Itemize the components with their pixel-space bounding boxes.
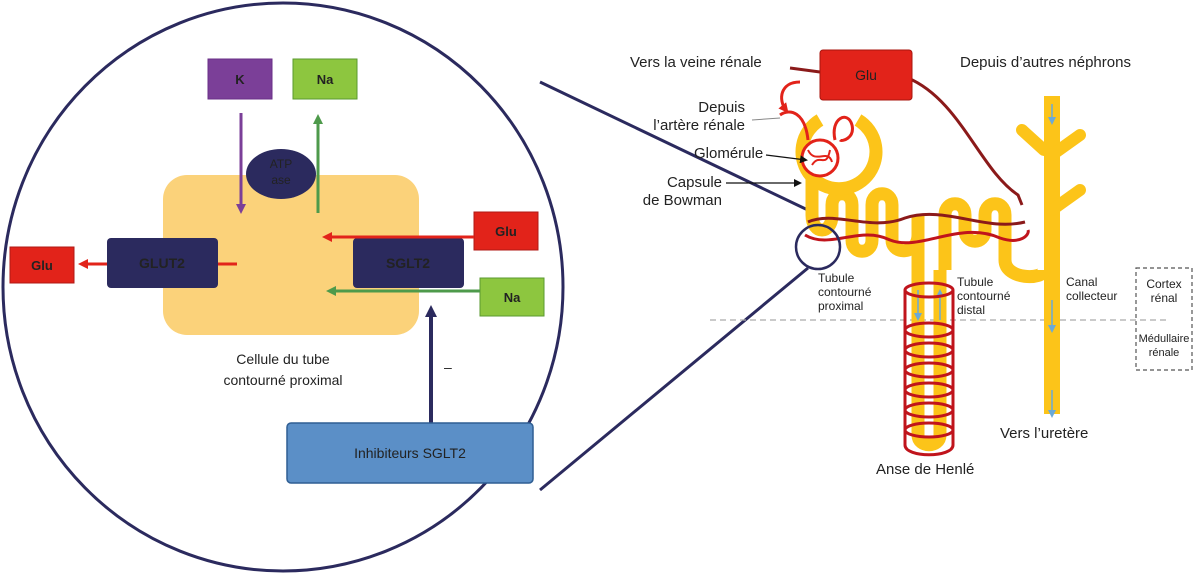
atpase-label-1: ATP (270, 157, 292, 171)
glu-out-label: Glu (31, 258, 53, 273)
zoom-line-top (539, 80, 813, 214)
na-in-label: Na (504, 290, 521, 305)
glut2-transporter (107, 238, 218, 288)
k-label: K (235, 72, 245, 87)
loop-of-henle (911, 215, 947, 452)
glomerulus (800, 138, 840, 178)
renal-vein-outlet (789, 66, 821, 74)
glut2-label: GLUT2 (139, 255, 185, 271)
medullaire-label-1: Médullaire (1139, 333, 1190, 345)
capsule-label-1: Capsule (667, 174, 722, 191)
efferent-vessel (907, 76, 1024, 206)
glu-in-box (473, 211, 539, 251)
na-in-box (479, 277, 545, 317)
artere-label-1: Depuis (698, 99, 745, 116)
medullaire-label-2: rénale (1149, 347, 1180, 359)
afferent-arteriole (779, 110, 810, 141)
veine-label: Vers la veine rénale (630, 54, 762, 71)
canal-label-1: Canal (1066, 275, 1097, 289)
inhibitor-box (286, 422, 534, 484)
tubule-distal-label-3: distal (957, 303, 985, 317)
peritubular-capillary (804, 229, 1030, 245)
glu-nephron-box (819, 49, 913, 101)
cell-caption-2: contourné proximal (223, 372, 342, 388)
inhibitor-minus: – (444, 359, 452, 375)
sglt2-label: SGLT2 (386, 255, 430, 271)
distal-tubule (938, 197, 1051, 284)
inhibitor-label: Inhibiteurs SGLT2 (354, 445, 466, 461)
glomerule-label: Glomérule (694, 145, 763, 162)
k-box (207, 58, 273, 100)
ureter-label: Vers l’uretère (1000, 425, 1088, 442)
capsule-label-2: de Bowman (643, 192, 722, 209)
collecting-branches (1016, 124, 1086, 216)
zoom-line-bottom (539, 266, 809, 492)
tubule-distal-label-1: Tubule (957, 275, 994, 289)
na-top-label: Na (317, 72, 334, 87)
glu-nephron-label: Glu (855, 67, 877, 83)
henle-label: Anse de Henlé (876, 461, 974, 478)
zoom-target-circle (794, 223, 842, 271)
atpase-label-2: ase (271, 173, 291, 187)
tubule-proximal-label-1: Tubule (818, 271, 855, 285)
peritubular-capillary-2 (807, 212, 1026, 226)
collecting-duct (1044, 96, 1060, 414)
artere-pointer (751, 117, 781, 121)
glu-out-box (9, 246, 75, 284)
sglt2-transporter (353, 238, 464, 288)
zone-legend-box (1135, 267, 1193, 371)
cortex-label-1: Cortex (1146, 277, 1181, 291)
efferent-arteriole (832, 115, 854, 142)
tubule-proximal-label-2: contourné (818, 285, 872, 299)
bowman-capsule (795, 114, 883, 196)
canal-label-2: collecteur (1066, 289, 1117, 303)
autres-nephrons-label: Depuis d’autres néphrons (960, 54, 1131, 71)
cortex-label-2: rénal (1151, 291, 1178, 305)
tubule-proximal-label-3: proximal (818, 299, 863, 313)
glu-in-label: Glu (495, 224, 517, 239)
glomerulus-loops (807, 149, 833, 166)
artere-label-2: l’artère rénale (653, 117, 745, 134)
na-top-box (292, 58, 358, 100)
tubule-distal-label-2: contourné (957, 289, 1011, 303)
renal-artery-in (778, 80, 801, 114)
proximal-cell (163, 175, 419, 335)
vasa-recta (903, 281, 955, 457)
cell-caption-1: Cellule du tube (236, 351, 330, 367)
glomerule-pointer (765, 154, 808, 164)
atpase-pump (246, 149, 316, 199)
